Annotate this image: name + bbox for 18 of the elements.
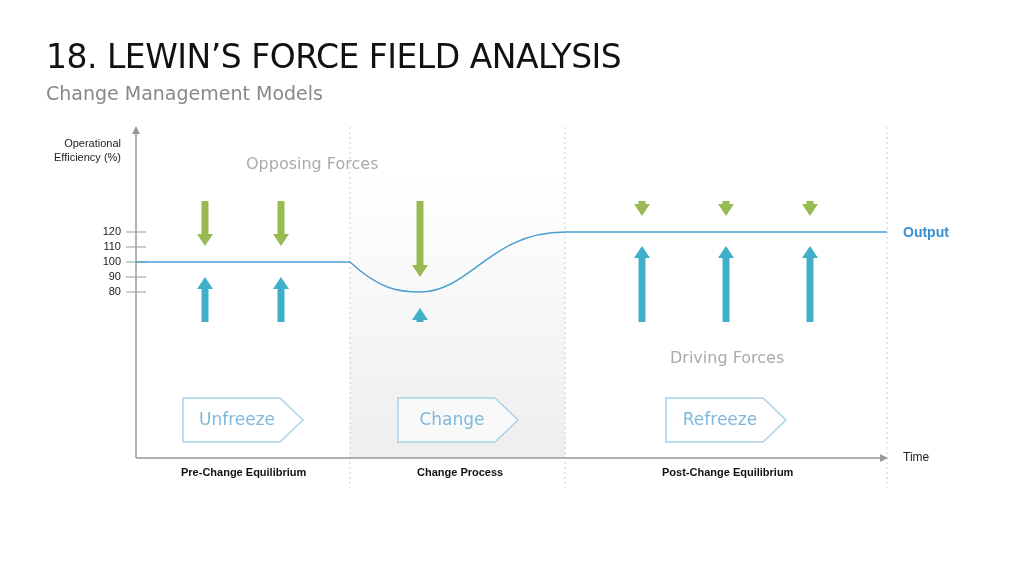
phase-label: Change Process <box>417 466 504 478</box>
phase-label: Pre-Change Equilibrium <box>181 466 307 478</box>
tick-label: 110 <box>103 240 121 252</box>
phase-label: Post-Change Equilibrium <box>662 466 794 478</box>
tick-label: 100 <box>102 255 121 267</box>
axis-label: Time <box>903 450 930 464</box>
force-heading: Opposing Forces <box>246 154 379 173</box>
tick-label: 90 <box>108 270 121 282</box>
tick-label: 120 <box>102 225 121 237</box>
force-heading: Driving Forces <box>670 348 785 367</box>
step-label: Change <box>418 409 486 429</box>
axis-label: Operational Efficiency (%) <box>52 136 121 164</box>
tick-label: 80 <box>108 285 121 297</box>
subtitle: Change Management Models <box>46 82 323 104</box>
output-label: Output <box>903 224 949 240</box>
step-label: Refreeze <box>681 409 759 429</box>
step-label: Unfreeze <box>197 409 277 429</box>
title: 18. LEWIN’S FORCE FIELD ANALYSIS <box>46 37 622 76</box>
